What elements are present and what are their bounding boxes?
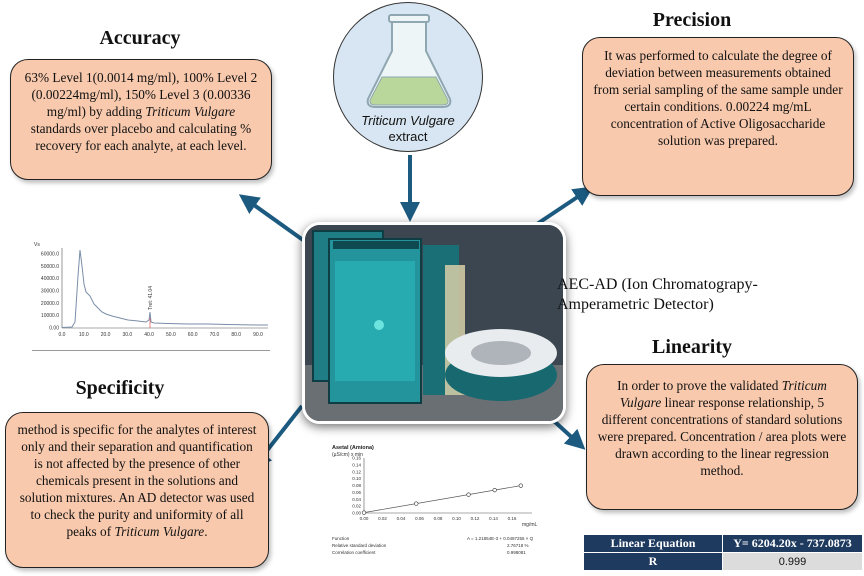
calibration-y-tick: 0.14 bbox=[352, 462, 361, 467]
chromatogram-y-tick: 60000.0 bbox=[41, 252, 59, 258]
linearity-box: In order to prove the validated Triticum… bbox=[586, 364, 858, 510]
ion-chromatograph-illustration bbox=[305, 225, 563, 421]
equation-value: Y= 6204.20x - 737.0873 bbox=[722, 534, 863, 553]
calibration-regression-line bbox=[363, 485, 521, 513]
chromatogram-y-tick: 50000.0 bbox=[41, 264, 59, 270]
chromatogram-x-tick: 10.0 bbox=[79, 332, 89, 338]
accuracy-text-em: Triticum Vulgare bbox=[145, 104, 236, 119]
specificity-title: Specificity bbox=[75, 377, 165, 399]
chromatogram-x-tick: 0.0 bbox=[59, 332, 66, 338]
calibration-x-tick: 0.16 bbox=[508, 516, 517, 521]
calibration-x-tick: 0.12 bbox=[471, 516, 480, 521]
extract-label: Triticum Vulgare extract bbox=[334, 113, 482, 145]
linearity-title: Linearity bbox=[652, 336, 732, 358]
calibration-x-tick: 0.08 bbox=[434, 516, 443, 521]
calibration-chart: Asetal (Amiona) (µS/cm) x min 0.00 0.02 0.… bbox=[332, 445, 538, 555]
chromatogram-x-tick: 80.0 bbox=[231, 332, 241, 338]
chromatogram-x-tick: 50.0 bbox=[166, 332, 176, 338]
chromatogram: Vs 60000.0 50000.0 40000.0 30000.0 20000.0 10… bbox=[34, 242, 268, 338]
arrow-to-accuracy bbox=[238, 194, 305, 242]
calibration-point bbox=[466, 492, 471, 497]
calibration-function-label: Function bbox=[332, 536, 350, 541]
chromatogram-y-tick: 20000.0 bbox=[41, 301, 59, 307]
accuracy-text-pre: 63% Level 1(0.0014 mg/ml), 100% Level 2 … bbox=[24, 70, 258, 119]
precision-box: It was performed to calculate the degree… bbox=[582, 37, 854, 196]
specificity-text-em: Triticum Vulgare bbox=[114, 524, 205, 539]
r-label: R bbox=[583, 552, 723, 571]
calibration-x-tick: 0.04 bbox=[397, 516, 406, 521]
chromatogram-y-tick: 0.00 bbox=[49, 326, 59, 332]
flask-icon bbox=[366, 14, 452, 108]
instrument-label: AEC-AD (Ion Chromatograpy-Amperametric D… bbox=[557, 276, 758, 313]
chromatogram-x-tick: 90.0 bbox=[253, 332, 263, 338]
precision-title: Precision bbox=[652, 9, 732, 31]
chromatogram-peak-label: Tret: 41.04 bbox=[148, 286, 154, 310]
chromatogram-divider bbox=[32, 350, 270, 351]
calibration-y-tick: 0.10 bbox=[352, 476, 361, 481]
calibration-corr-value: 0.998081 bbox=[507, 550, 526, 555]
linearity-table: Linear Equation Y= 6204.20x - 737.0873 R… bbox=[583, 534, 863, 571]
calibration-point bbox=[492, 487, 497, 493]
chromatogram-y-tick: 10000.0 bbox=[41, 313, 59, 319]
calibration-y-tick: 0.12 bbox=[352, 469, 361, 474]
chromatogram-y-unit: Vs bbox=[34, 242, 40, 248]
linearity-table-row-equation: Linear Equation Y= 6204.20x - 737.0873 bbox=[583, 534, 863, 553]
calibration-y-tick: 0.04 bbox=[352, 497, 361, 502]
linearity-text-post: linear response relationship, 5 differen… bbox=[597, 395, 847, 478]
specificity-box: method is specific for the analytes of i… bbox=[5, 412, 269, 568]
precision-text: It was performed to calculate the degree… bbox=[593, 48, 843, 148]
calibration-x-unit: mg/mL bbox=[522, 522, 538, 528]
calibration-title: Asetal (Amiona) bbox=[332, 445, 374, 451]
specificity-text-pre: method is specific for the analytes of i… bbox=[17, 422, 257, 539]
chromatogram-x-tick: 40.0 bbox=[144, 332, 154, 338]
calibration-x-tick: 0.06 bbox=[415, 516, 424, 521]
calibration-point bbox=[361, 510, 367, 515]
r-value: 0.999 bbox=[722, 552, 863, 571]
accuracy-box: 63% Level 1(0.0014 mg/ml), 100% Level 2 … bbox=[10, 59, 272, 180]
calibration-point bbox=[414, 501, 419, 506]
calibration-corr-label: Correlation coefficient bbox=[332, 550, 376, 555]
instrument-photo bbox=[302, 222, 566, 424]
chromatogram-y-tick: 30000.0 bbox=[41, 289, 59, 295]
chromatogram-x-tick: 70.0 bbox=[210, 332, 220, 338]
extract-line2: extract bbox=[388, 129, 428, 144]
specificity-text-post: . bbox=[204, 524, 208, 539]
calibration-x-tick: 0.10 bbox=[452, 516, 461, 521]
calibration-rsd-value: 2.76718 % bbox=[507, 543, 529, 548]
calibration-x-tick: 0.02 bbox=[378, 516, 387, 521]
calibration-y-tick: 0.00 bbox=[352, 511, 361, 516]
extract-line1: Triticum Vulgare bbox=[361, 113, 455, 128]
accuracy-text-post: standards over placebo and calculating %… bbox=[30, 121, 252, 153]
equation-label: Linear Equation bbox=[583, 534, 723, 553]
chromatogram-x-tick: 60.0 bbox=[188, 332, 198, 338]
chromatogram-y-tick: 40000.0 bbox=[41, 276, 59, 282]
calibration-x-tick: 0.14 bbox=[489, 516, 498, 521]
chromatogram-x-tick: 20.0 bbox=[101, 332, 111, 338]
calibration-x-tick: 0.00 bbox=[360, 516, 369, 521]
chromatogram-x-tick: 30.0 bbox=[122, 332, 132, 338]
chromatogram-trace bbox=[61, 249, 268, 328]
linearity-text-em: Triticum Vulgare bbox=[619, 378, 827, 410]
linearity-table-row-r: R 0.999 bbox=[583, 552, 863, 571]
calibration-y-tick: 0.16 bbox=[352, 456, 361, 461]
linearity-text-pre: In order to prove the validated bbox=[617, 378, 782, 393]
calibration-y-tick: 0.08 bbox=[352, 483, 361, 488]
calibration-y-tick: 0.06 bbox=[352, 490, 361, 495]
calibration-rsd-label: Relative standard deviation bbox=[332, 543, 387, 548]
accuracy-title: Accuracy bbox=[99, 27, 181, 49]
calibration-y-tick: 0.02 bbox=[352, 504, 361, 509]
calibration-point bbox=[518, 483, 523, 488]
calibration-function-value: A = 1.21854E-3 + 0.0497256 × Q bbox=[467, 536, 534, 541]
extract-circle: Triticum Vulgare extract bbox=[333, 2, 483, 152]
calibration-y-unit: (µS/cm) x min bbox=[332, 452, 363, 458]
